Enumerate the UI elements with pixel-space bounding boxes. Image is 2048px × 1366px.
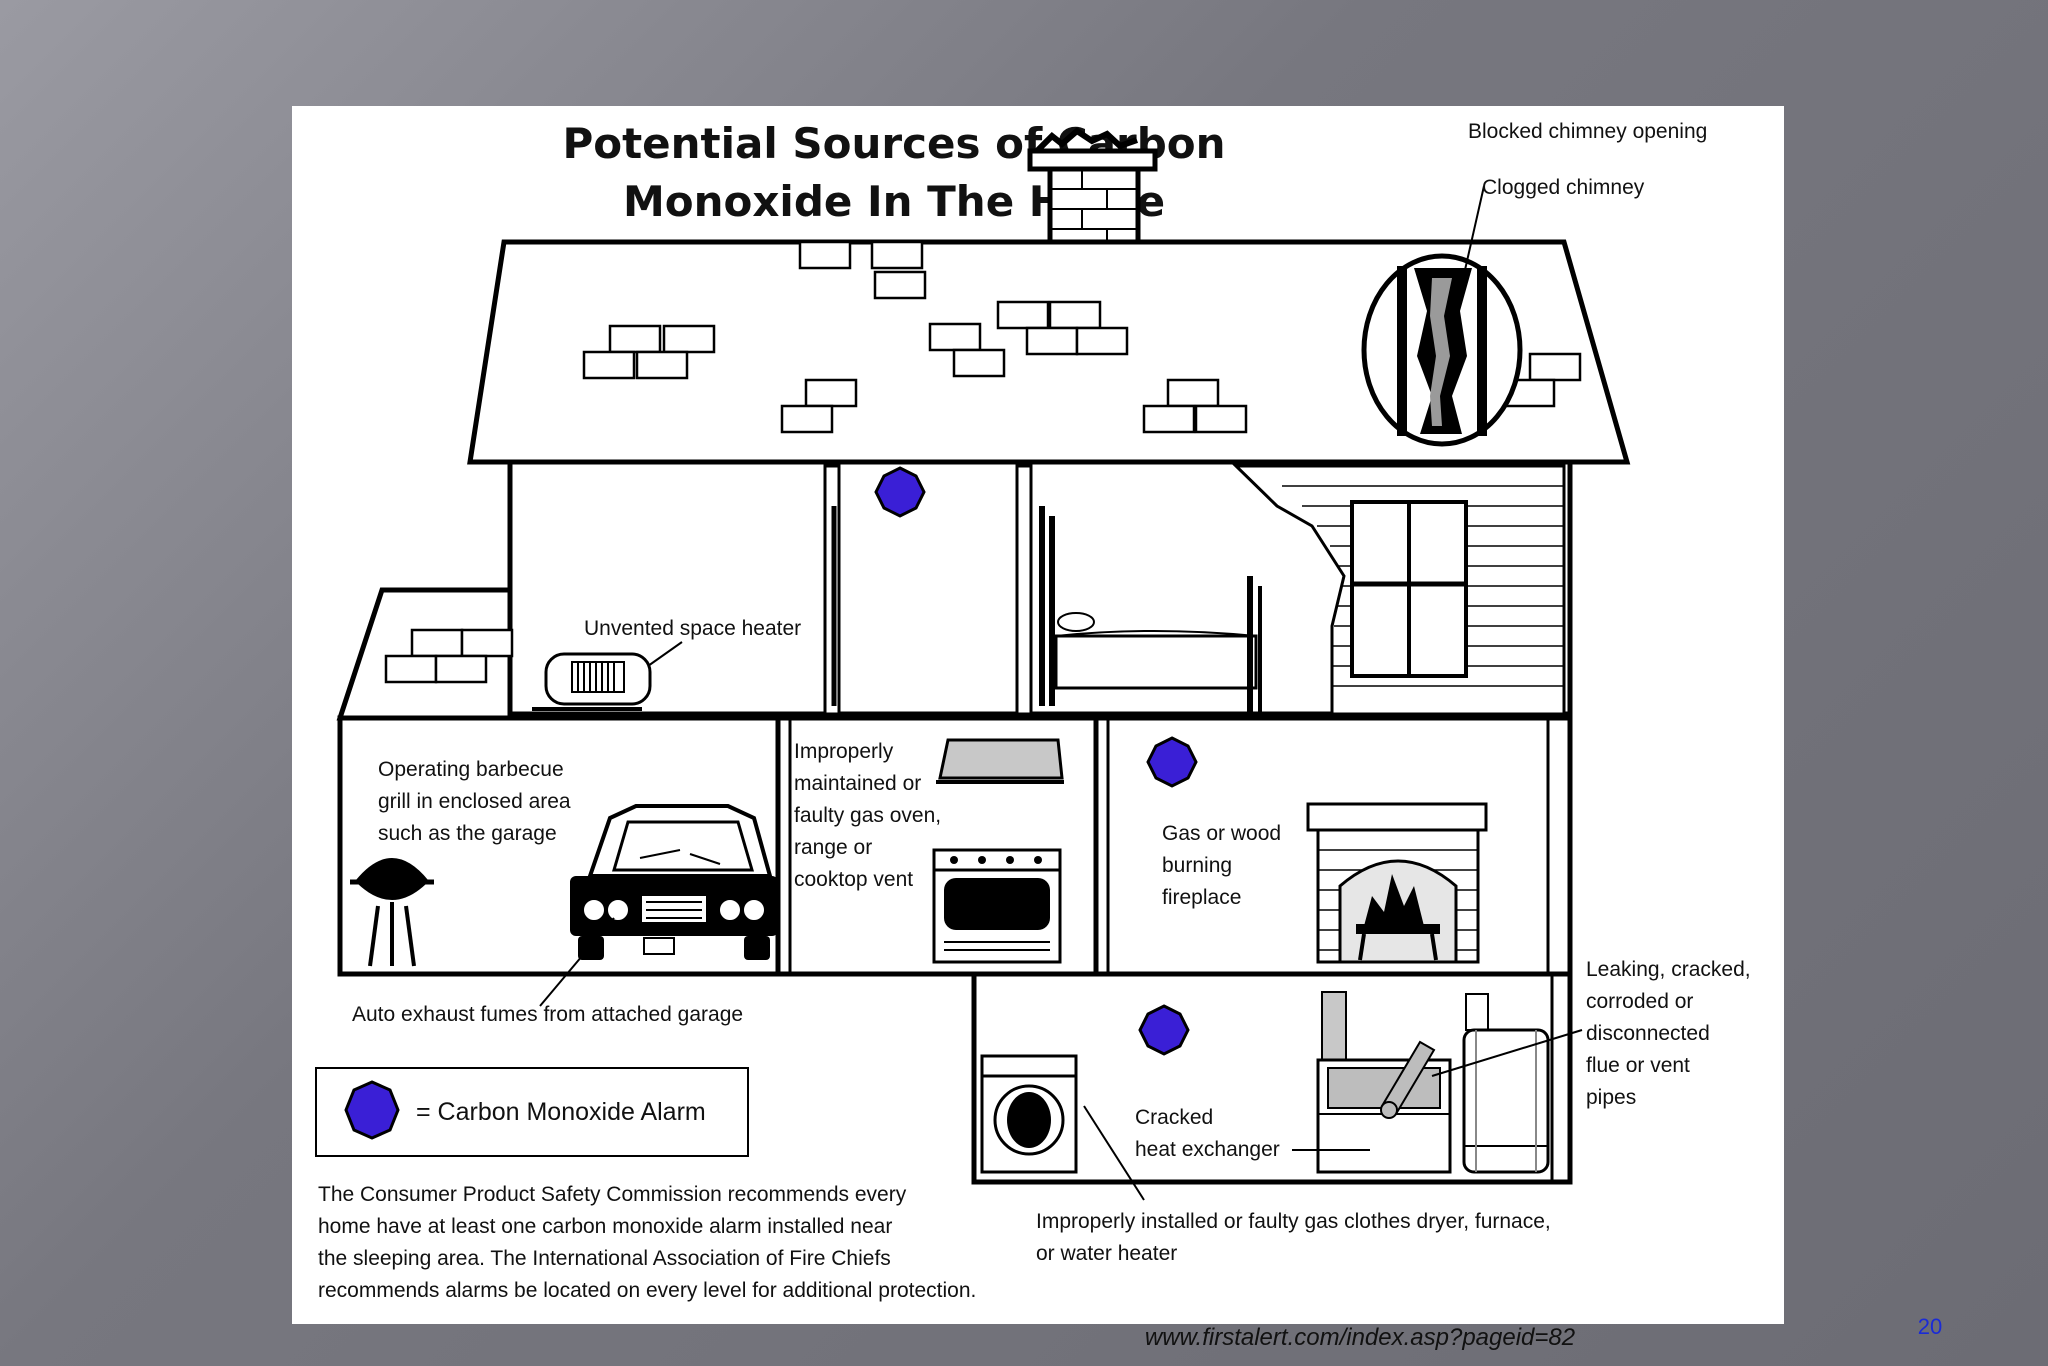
note-line-4: recommends alarms be located on every le… <box>318 1279 976 1302</box>
label-flue-1: Leaking, cracked, <box>1586 958 1751 981</box>
label-bbq-1: Operating barbecue <box>378 758 564 781</box>
label-auto-exhaust: Auto exhaust fumes from attached garage <box>352 1003 743 1026</box>
label-space-heater: Unvented space heater <box>584 617 801 640</box>
house-diagram: Potential Sources of Carbon Monoxide In … <box>315 119 1751 1302</box>
label-bbq-2: grill in enclosed area <box>378 790 571 813</box>
stove-icon <box>932 848 1062 964</box>
flue-pointer <box>1431 1029 1583 1077</box>
chimney <box>1027 127 1158 252</box>
dryer-pointer <box>1083 1105 1145 1201</box>
label-fireplace-1: Gas or wood <box>1162 822 1281 845</box>
label-cracked-2: heat exchanger <box>1135 1138 1280 1161</box>
label-bbq-3: such as the garage <box>378 822 557 845</box>
auto-exhaust-pointer <box>539 917 615 1007</box>
slide-number: 20 <box>1917 1314 1943 1339</box>
label-oven-1: Improperly <box>794 740 894 763</box>
label-fireplace-3: fireplace <box>1162 886 1241 909</box>
note-line-1: The Consumer Product Safety Commission r… <box>318 1183 907 1206</box>
chimney-debris-icon <box>1034 127 1138 154</box>
bed <box>1054 634 1258 690</box>
dryer-icon <box>980 1054 1078 1174</box>
label-flue-3: disconnected <box>1586 1022 1710 1045</box>
co-alarm-icon-basement <box>1138 1004 1190 1056</box>
label-oven-5: cooktop vent <box>794 868 913 891</box>
basement: Cracked heat exchanger <box>971 971 1583 1201</box>
label-dryer-1: Improperly installed or faulty gas cloth… <box>1036 1210 1551 1233</box>
source-url[interactable]: www.firstalert.com/index.asp?pageid=82 <box>1144 1324 1576 1351</box>
range-hood-icon <box>936 738 1064 784</box>
label-clogged-chimney: Clogged chimney <box>1482 176 1645 199</box>
roof-shingles <box>582 240 1582 434</box>
space-heater-icon <box>532 652 652 711</box>
label-oven-3: faulty gas oven, <box>794 804 941 827</box>
label-flue-2: corroded or <box>1586 990 1693 1013</box>
label-flue-5: pipes <box>1586 1086 1636 1109</box>
water-heater-icon <box>1462 993 1550 1174</box>
label-blocked-chimney: Blocked chimney opening <box>1468 120 1707 143</box>
grill-icon <box>350 858 434 967</box>
garage-attic <box>336 587 514 721</box>
label-dryer-2: or water heater <box>1036 1242 1177 1265</box>
car-icon <box>570 804 778 960</box>
upper-floor: Unvented space heater <box>507 459 1573 717</box>
label-oven-4: range or <box>794 836 872 859</box>
co-alarm-legend-icon <box>344 1080 400 1140</box>
co-alarm-icon-main-floor <box>1146 736 1198 788</box>
roof <box>467 185 1631 465</box>
note-line-2: home have at least one carbon monoxide a… <box>318 1215 892 1238</box>
label-flue-4: flue or vent <box>1586 1054 1690 1077</box>
main-floor: Operating barbecue grill in enclosed are… <box>337 715 1573 1007</box>
legend-text: = Carbon Monoxide Alarm <box>416 1098 706 1126</box>
legend: = Carbon Monoxide Alarm <box>315 1067 749 1157</box>
label-oven-2: maintained or <box>794 772 921 795</box>
label-fireplace-2: burning <box>1162 854 1232 877</box>
clogged-chimney-pointer <box>1459 185 1485 293</box>
label-cracked-1: Cracked <box>1135 1106 1213 1129</box>
furnace-icon <box>1316 991 1452 1174</box>
note-line-3: the sleeping area. The International Ass… <box>318 1247 891 1270</box>
chimney-cap <box>1027 148 1158 172</box>
co-alarm-icon-upstairs <box>874 466 926 518</box>
fireplace-icon <box>1306 802 1488 964</box>
